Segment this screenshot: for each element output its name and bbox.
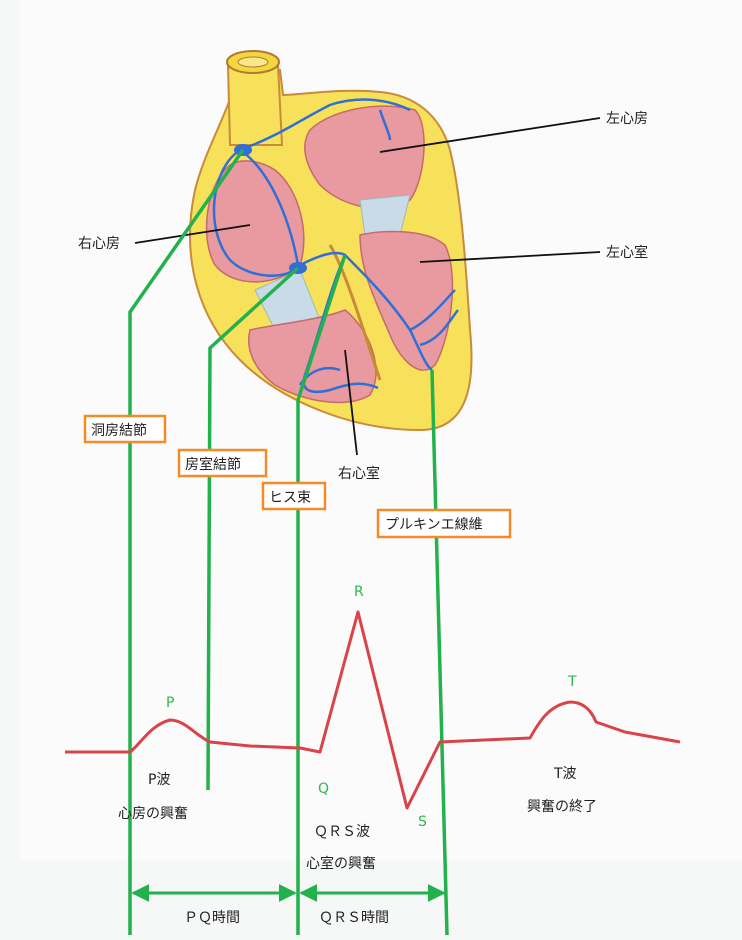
his-bundle-box: ヒス束	[263, 483, 325, 509]
qrs-wave-desc: 心室の興奮	[306, 855, 376, 872]
purkinje-box: プルキンエ線維	[378, 510, 510, 537]
label-right-atrium: 右心房	[78, 236, 120, 252]
his-bundle-label: ヒス束	[269, 490, 311, 506]
av-node-box: 房室結節	[179, 450, 266, 476]
q-point-label: Q	[318, 781, 329, 797]
label-left-ventricle: 左心室	[606, 244, 648, 261]
t-wave-desc: 興奮の終了	[527, 799, 597, 815]
label-left-atrium: 左心房	[606, 111, 648, 127]
qrs-interval-label: ＱＲＳ時間	[319, 910, 389, 926]
t-point-label: T	[567, 674, 577, 690]
p-point-label: P	[166, 695, 174, 711]
label-right-ventricle: 右心室	[338, 465, 380, 482]
vessel-lumen	[238, 57, 268, 67]
pq-interval-label: ＰＱ時間	[184, 910, 240, 926]
av-node-label: 房室結節	[185, 456, 241, 473]
sa-node-label: 洞房結節	[91, 422, 147, 439]
p-wave-text: P波	[148, 772, 170, 788]
vessel-tube	[228, 65, 282, 145]
t-wave-text: T波	[553, 766, 577, 782]
purkinje-label: プルキンエ線維	[385, 517, 483, 533]
s-point-label: S	[418, 814, 427, 830]
p-wave-desc: 心房の興奮	[118, 806, 188, 822]
r-point-label: R	[354, 584, 364, 600]
qrs-wave-text: ＱＲＳ波	[314, 824, 370, 840]
sa-node-box: 洞房結節	[85, 416, 165, 442]
